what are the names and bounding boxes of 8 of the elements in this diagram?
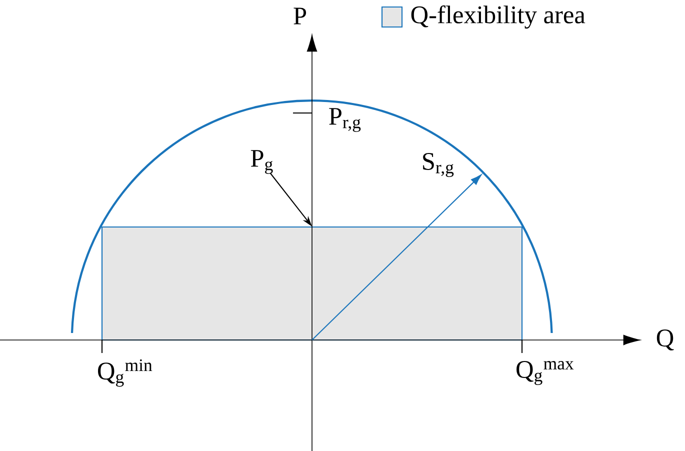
axis-label: Q: [656, 330, 674, 350]
axis-label: P$_{g}$: [250, 150, 273, 174]
axis-label: P: [294, 8, 306, 24]
axis-label: Q$_{g}$max: [516, 360, 574, 386]
axis-label: S$_{r,g}$: [423, 152, 454, 178]
flexibility-area: [101, 226, 523, 341]
legend-label: Q-flexibility area: [411, 5, 586, 29]
axis-label: P$_{r,g}$: [329, 108, 361, 132]
